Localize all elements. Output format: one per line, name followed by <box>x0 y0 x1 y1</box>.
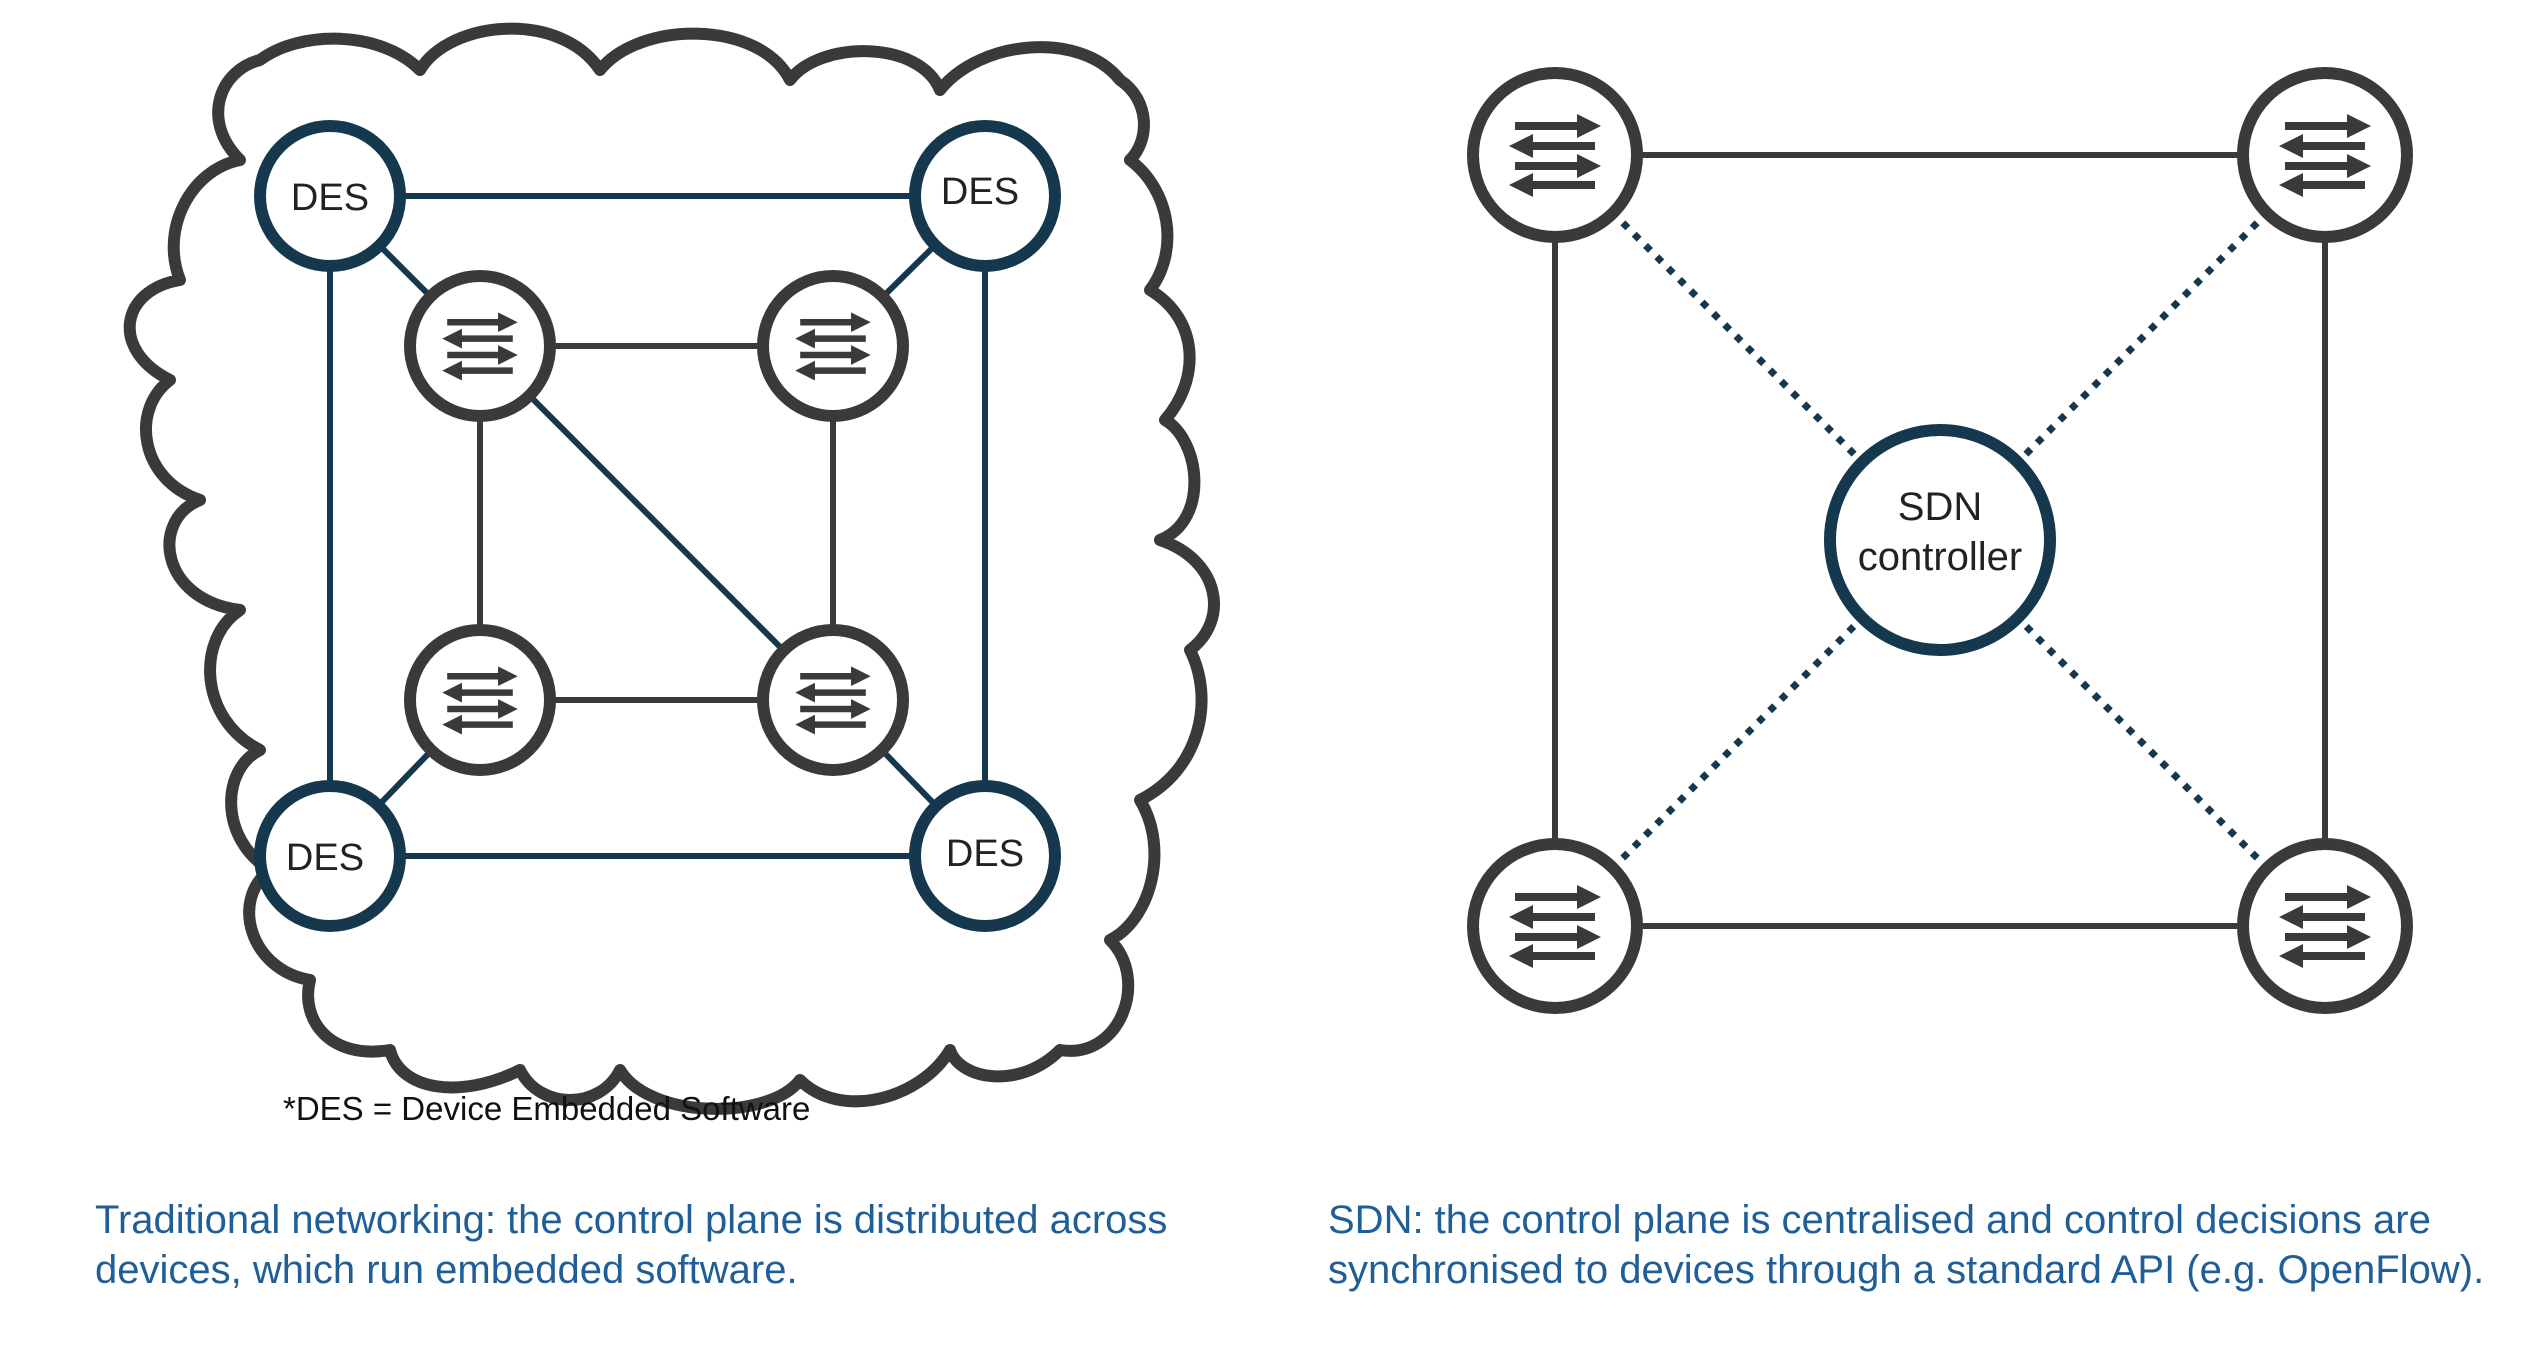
des-node: DES <box>909 120 1061 272</box>
sdn-caption-line-2: synchronised to devices through a standa… <box>1328 1248 2484 1292</box>
des-node-label: DES <box>286 837 364 879</box>
switch-node <box>1467 838 1643 1014</box>
traditional-caption-line-1: Traditional networking: the control plan… <box>95 1198 1167 1242</box>
sdn-caption-line-1: SDN: the control plane is centralised an… <box>1328 1198 2431 1242</box>
des-node-label: DES <box>941 171 1019 213</box>
des-node-label: DES <box>291 177 369 219</box>
switch-node <box>404 270 556 422</box>
cloud-outline <box>123 22 1220 1115</box>
traditional-network: DES DES DES DES *DES = Device Embedded S… <box>95 22 1220 1292</box>
switch-links <box>1552 152 2328 929</box>
switch-node <box>1467 67 1643 243</box>
switch-node <box>757 624 909 776</box>
des-node: DES <box>254 120 406 272</box>
des-node-label: DES <box>946 833 1024 875</box>
switch-node <box>2237 838 2413 1014</box>
sdn-controller-label-line-2: controller <box>1858 535 2023 579</box>
des-node: DES <box>254 780 406 932</box>
switch-node <box>2237 67 2413 243</box>
switch-node <box>404 624 556 776</box>
des-footnote: *DES = Device Embedded Software <box>283 1090 810 1127</box>
sdn-controller-node: SDN controller <box>1824 424 2056 656</box>
des-node: DES <box>909 780 1061 932</box>
traditional-caption-line-2: devices, which run embedded software. <box>95 1248 798 1292</box>
sdn-controller-label-line-1: SDN <box>1898 485 1982 529</box>
switch-node <box>757 270 909 422</box>
sdn-network: SDN controller SDN: the control plane is… <box>1328 67 2484 1292</box>
